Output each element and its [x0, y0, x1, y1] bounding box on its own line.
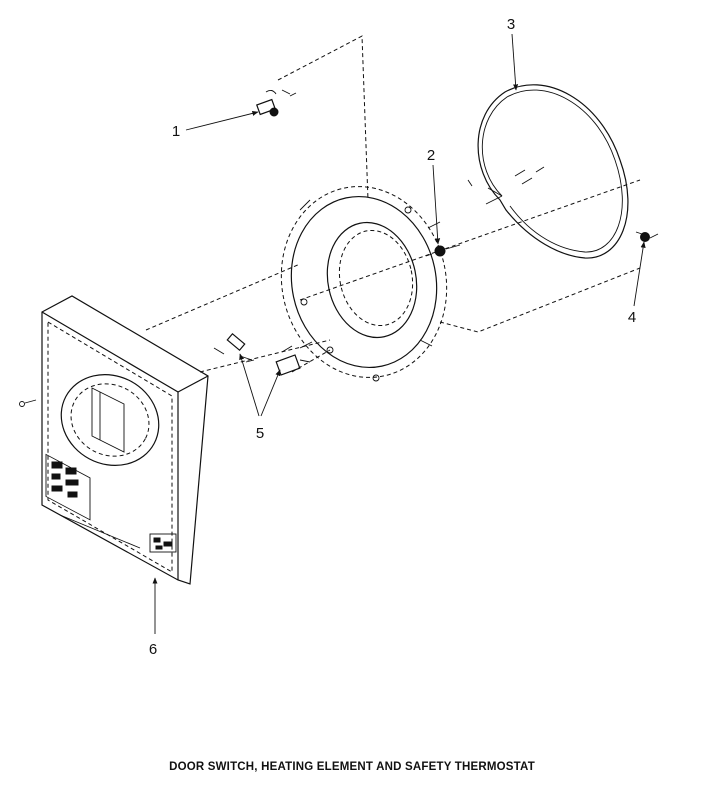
bulkhead-ring: [280, 186, 448, 382]
callout-label-2: 2: [427, 147, 435, 164]
callout-label-3: 3: [507, 16, 515, 33]
callout-leaders: [152, 33, 646, 634]
diagram-caption: DOOR SWITCH, HEATING ELEMENT AND SAFETY …: [169, 761, 535, 773]
door-switch: [256, 89, 297, 117]
safety-thermostat: [425, 244, 461, 257]
heating-element: [467, 84, 629, 259]
small-label-block: [149, 533, 177, 553]
control-label-block: [45, 453, 91, 521]
front-panel: [19, 295, 209, 585]
callout-label-5: 5: [256, 425, 264, 442]
callout-label-6: 6: [149, 641, 157, 658]
assembly-lines: [145, 35, 641, 373]
callout-label-1: 1: [172, 123, 180, 140]
terminal-bracket: [213, 332, 311, 376]
callout-label-4: 4: [628, 309, 636, 326]
thermostat-fastener: [635, 231, 659, 242]
